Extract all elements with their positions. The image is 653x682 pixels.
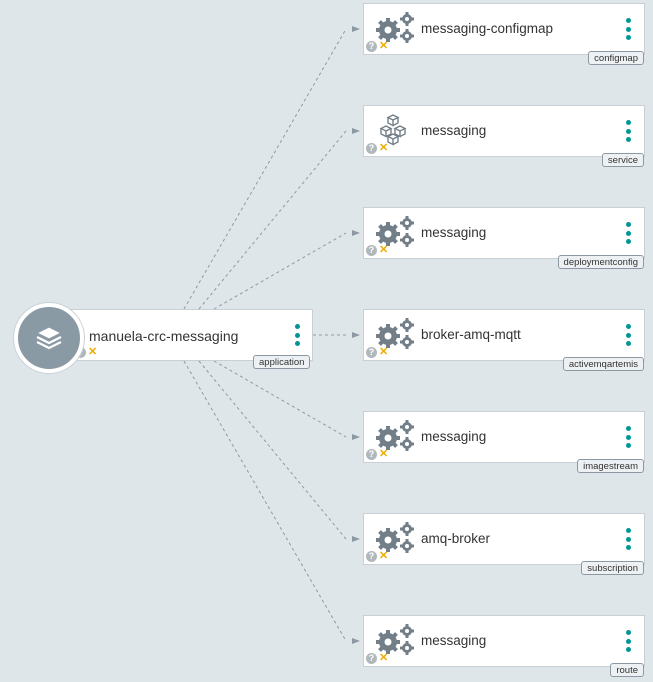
resource-node-service[interactable]: messaging?✕ — [363, 105, 645, 157]
edge-configmap — [183, 28, 347, 310]
unknown-status-icon: ? — [366, 550, 377, 562]
application-kebab-menu[interactable] — [295, 324, 301, 346]
application-circle[interactable] — [14, 303, 84, 373]
application-title: manuela-crc-messaging — [89, 328, 239, 344]
edge-arrowhead — [352, 434, 360, 440]
gears-icon — [372, 214, 416, 250]
resource-node-kebab-menu[interactable] — [626, 630, 632, 652]
resource-type-badge: service — [601, 153, 644, 167]
edge-arrowhead — [352, 26, 360, 32]
error-status-icon: ✕ — [88, 346, 98, 358]
error-status-icon: ✕ — [379, 40, 389, 52]
resource-node-kebab-menu[interactable] — [626, 528, 632, 550]
unknown-status-icon: ? — [366, 448, 377, 460]
resource-node-status: ?✕ — [366, 652, 388, 664]
resource-type-badge: imagestream — [577, 459, 644, 473]
resource-node-title: amq-broker — [421, 531, 491, 546]
unknown-status-icon: ? — [366, 652, 377, 664]
resource-node-status: ?✕ — [366, 550, 388, 562]
edge-arrowhead — [352, 128, 360, 134]
resource-type-badge: deploymentconfig — [557, 255, 644, 269]
resource-node-kebab-menu[interactable] — [626, 18, 632, 40]
resource-node-deploymentconfig[interactable]: messaging?✕ — [363, 207, 645, 259]
resource-node-imagestream[interactable]: messaging?✕ — [363, 411, 645, 463]
error-status-icon: ✕ — [379, 652, 389, 664]
unknown-status-icon: ? — [366, 244, 377, 256]
edge-arrowhead — [352, 230, 360, 236]
error-status-icon: ✕ — [379, 244, 389, 256]
resource-node-status: ?✕ — [366, 346, 388, 358]
edge-imagestream — [213, 360, 347, 438]
resource-node-kebab-menu[interactable] — [626, 120, 632, 142]
resource-type-badge: route — [610, 663, 644, 677]
resource-node-status: ?✕ — [366, 244, 388, 256]
gears-icon — [372, 418, 416, 454]
edge-arrowhead — [352, 638, 360, 644]
gears-icon — [372, 316, 416, 352]
resource-node-kebab-menu[interactable] — [626, 222, 632, 244]
resource-node-title: broker-amq-mqtt — [421, 327, 521, 342]
resource-node-route[interactable]: messaging?✕ — [363, 615, 645, 667]
resource-node-title: messaging — [421, 123, 487, 138]
edge-subscription — [198, 360, 347, 540]
edge-route — [183, 360, 347, 642]
resource-node-status: ?✕ — [366, 40, 388, 52]
resource-node-kebab-menu[interactable] — [626, 324, 632, 346]
resource-type-badge: subscription — [581, 561, 644, 575]
application-type-badge: application — [253, 355, 311, 369]
edge-arrowhead — [352, 536, 360, 542]
gears-icon — [372, 520, 416, 556]
resource-node-title: messaging — [421, 633, 487, 648]
resource-node-configmap[interactable]: messaging-configmap?✕ — [363, 3, 645, 55]
unknown-status-icon: ? — [366, 40, 377, 52]
edge-deploymentconfig — [213, 232, 347, 310]
error-status-icon: ✕ — [379, 142, 389, 154]
resource-node-subscription[interactable]: amq-broker?✕ — [363, 513, 645, 565]
edge-service — [198, 130, 347, 310]
unknown-status-icon: ? — [366, 346, 377, 358]
gears-icon — [372, 10, 416, 46]
resource-node-title: messaging — [421, 429, 487, 444]
resource-type-badge: configmap — [588, 51, 644, 65]
resource-node-status: ?✕ — [366, 448, 388, 460]
error-status-icon: ✕ — [379, 550, 389, 562]
edge-arrowhead — [352, 332, 360, 338]
gears-icon — [372, 622, 416, 658]
error-status-icon: ✕ — [379, 448, 389, 460]
unknown-status-icon: ? — [366, 142, 377, 154]
resource-node-kebab-menu[interactable] — [626, 426, 632, 448]
resource-node-activemqartemis[interactable]: broker-amq-mqtt?✕ — [363, 309, 645, 361]
service-cubes-icon — [372, 112, 416, 148]
resource-type-badge: activemqartemis — [562, 357, 644, 371]
resource-node-title: messaging — [421, 225, 487, 240]
layers-icon — [35, 326, 63, 350]
error-status-icon: ✕ — [379, 346, 389, 358]
resource-node-title: messaging-configmap — [421, 21, 554, 36]
resource-node-status: ?✕ — [366, 142, 388, 154]
